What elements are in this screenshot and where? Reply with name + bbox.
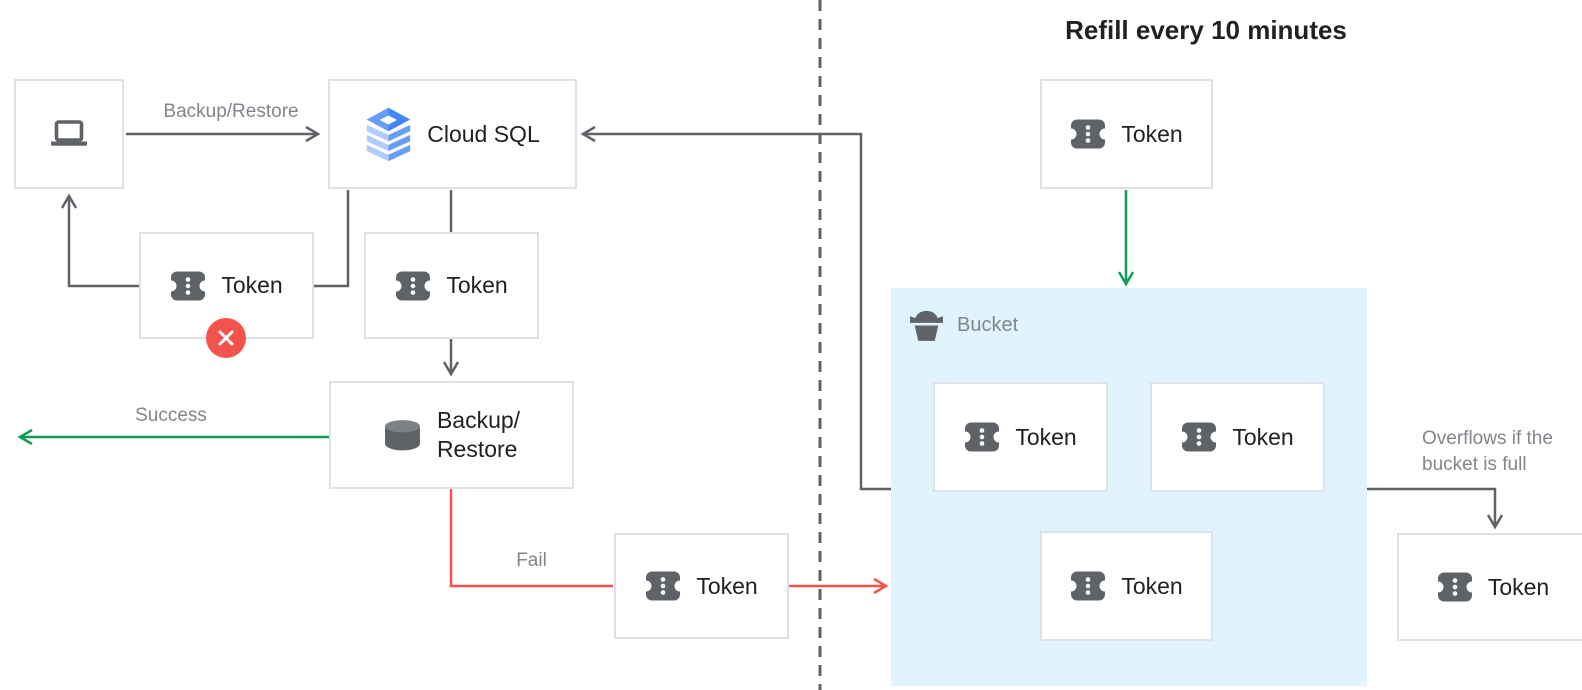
- backup-restore-edge-label: Backup/Restore: [163, 101, 299, 122]
- token-label: Token: [1121, 572, 1183, 599]
- token-label: Token: [1121, 120, 1183, 147]
- token-node-overflow: Token: [1397, 533, 1582, 641]
- token-icon: [1070, 119, 1107, 149]
- token-icon: [645, 571, 682, 601]
- backup-restore-node: Backup/ Restore: [329, 381, 574, 489]
- success-label: Success: [135, 405, 207, 426]
- laptop-icon: [51, 120, 87, 146]
- edge-cloudsql-to-blocked-token: [314, 190, 350, 288]
- cloud-sql-label: Cloud SQL: [427, 120, 540, 147]
- backup-restore-label: Backup/ Restore: [436, 407, 521, 462]
- token-node-bucket-1: Token: [933, 382, 1108, 492]
- edge-token-to-client: [60, 193, 140, 288]
- bucket-header: Bucket: [908, 310, 1018, 341]
- token-node-queue: Token: [364, 232, 539, 339]
- overflow-label: Overflows if the bucket is full: [1422, 428, 1553, 475]
- edge-bucket-to-cloudsql: [580, 125, 891, 491]
- token-icon: [1436, 572, 1473, 602]
- token-node-refill: Token: [1040, 79, 1213, 189]
- cloud-sql-icon: [367, 107, 411, 162]
- edge-overflow: [1367, 487, 1504, 530]
- edge-fail: [449, 489, 613, 588]
- token-node-bucket-2: Token: [1150, 382, 1325, 492]
- token-label: Token: [1232, 423, 1294, 450]
- token-label: Token: [221, 272, 283, 298]
- token-icon: [1070, 571, 1107, 601]
- error-x-badge: [206, 318, 246, 358]
- token-icon: [395, 271, 432, 300]
- token-node-fail: Token: [614, 533, 789, 639]
- database-icon: [384, 420, 420, 451]
- x-icon: [218, 330, 234, 346]
- cloud-sql-node: Cloud SQL: [328, 79, 577, 189]
- refill-title: Refill every 10 minutes: [1065, 15, 1347, 45]
- client-node: [14, 79, 124, 189]
- token-label: Token: [1015, 423, 1077, 450]
- token-node-bucket-3: Token: [1040, 531, 1213, 641]
- token-label: Token: [696, 572, 758, 599]
- fail-label: Fail: [516, 550, 547, 571]
- token-label: Token: [1487, 573, 1550, 600]
- token-icon: [1181, 422, 1218, 452]
- token-icon: [170, 271, 207, 300]
- token-label: Token: [446, 272, 508, 298]
- bucket-icon: [910, 310, 943, 341]
- bucket-label: Bucket: [957, 314, 1019, 336]
- token-icon: [964, 422, 1001, 452]
